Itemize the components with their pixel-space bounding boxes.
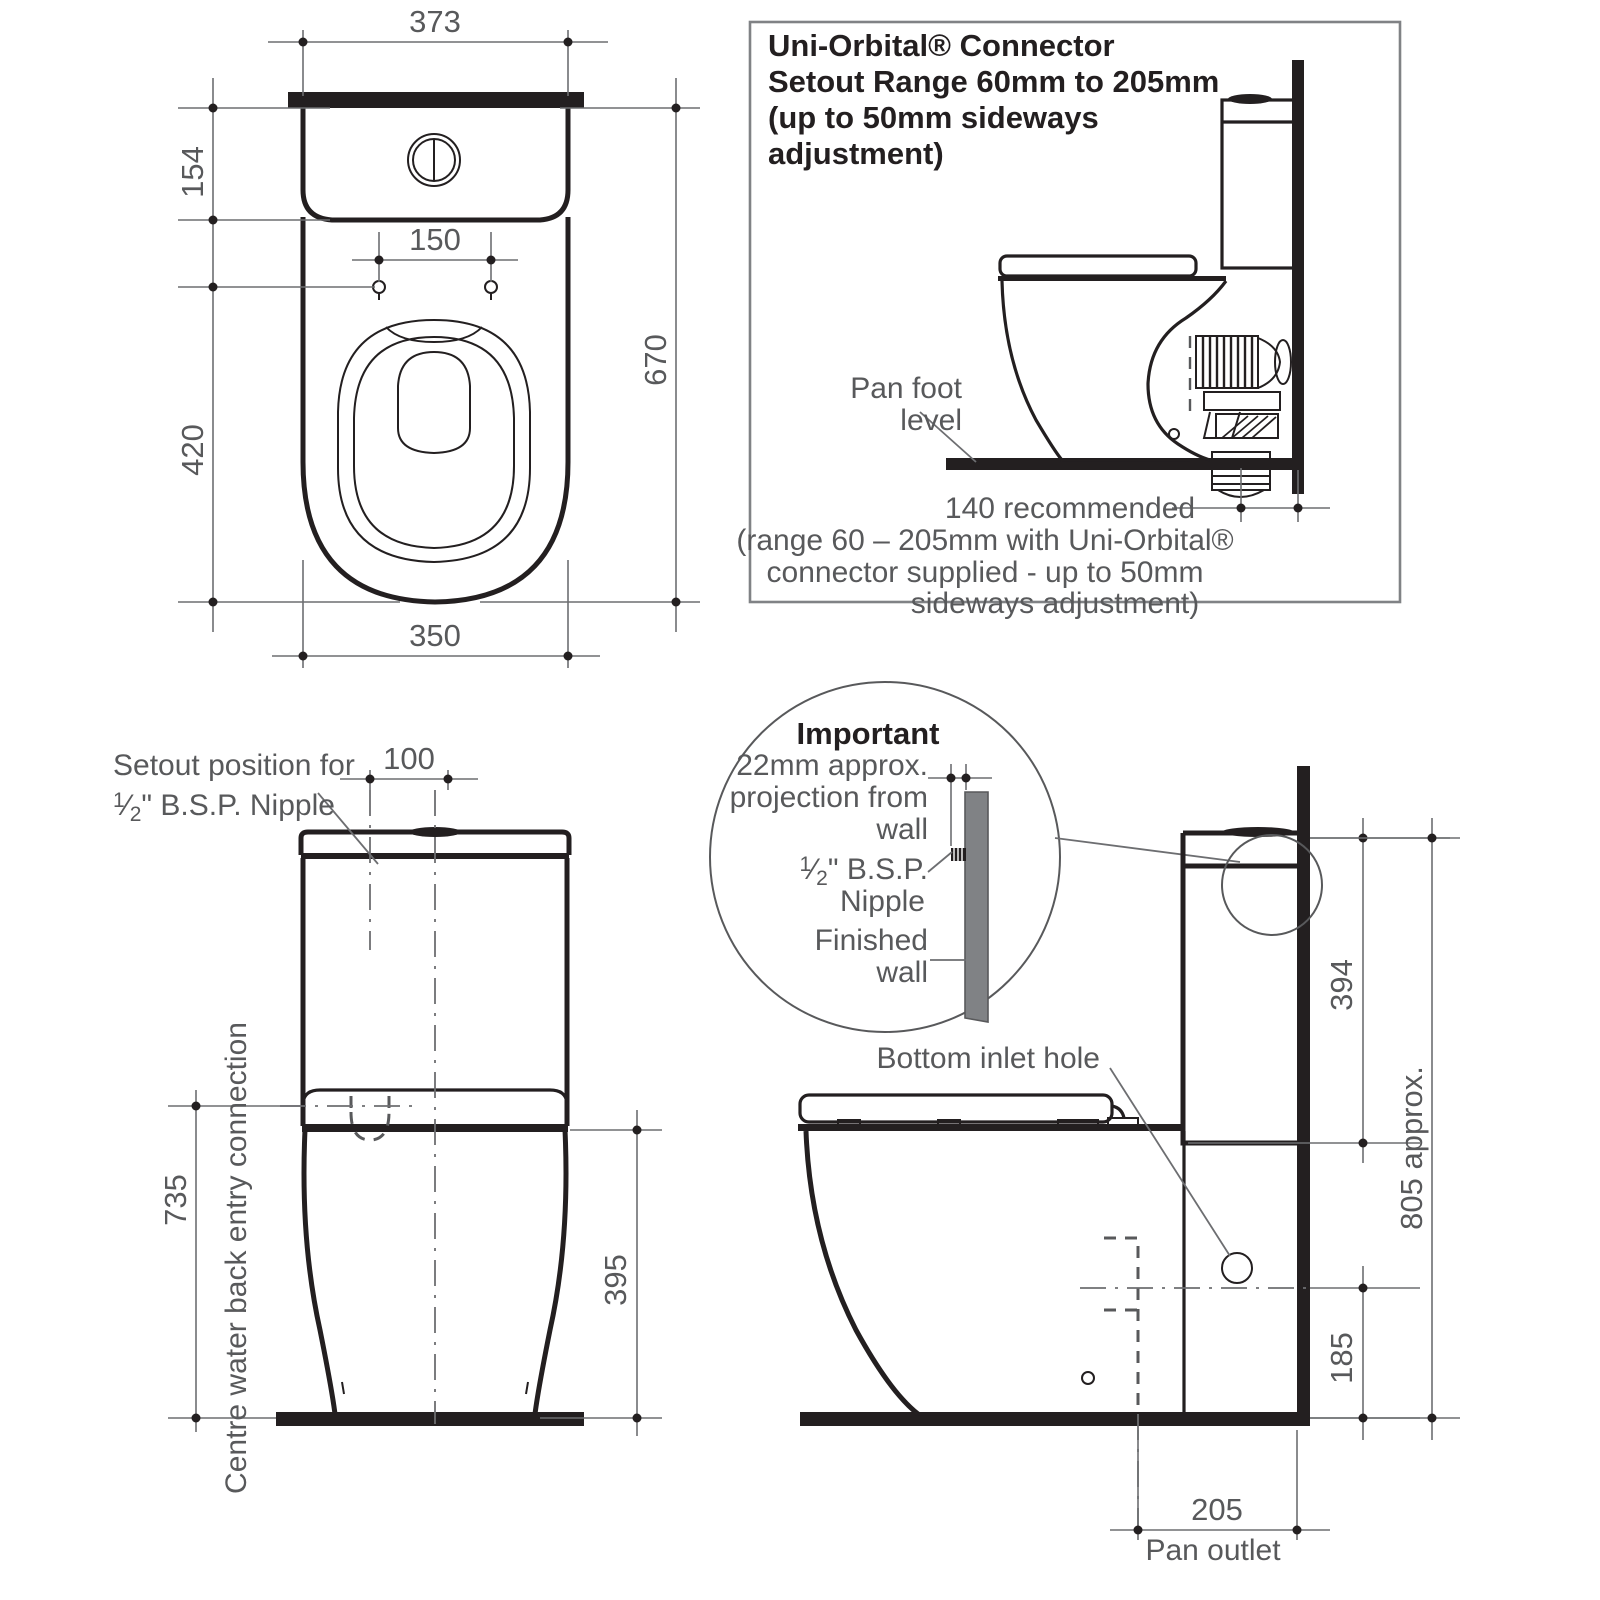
panel-title-line-1: Uni-Orbital® Connector bbox=[768, 28, 1115, 63]
dim-pan-height: 395 bbox=[598, 1254, 633, 1306]
dim-pan-outlet-height: 185 bbox=[1324, 1332, 1359, 1384]
side-elevation-graphics bbox=[798, 766, 1460, 1540]
pan-foot-label-line-2: level bbox=[900, 404, 962, 437]
setout-label-nipple-text: B.S.P. Nipple bbox=[160, 789, 335, 822]
dim-pan-width: 350 bbox=[409, 618, 461, 653]
label-centre-water-connection: Centre water back entry connection bbox=[220, 1022, 253, 1494]
pan-foot-label-line-1: Pan foot bbox=[850, 372, 962, 405]
plan-view-graphics bbox=[178, 30, 700, 668]
dim-pan-length: 420 bbox=[175, 424, 210, 476]
dim-centre-water-height: 735 bbox=[158, 1174, 193, 1226]
important-heading: Important bbox=[797, 716, 940, 751]
setout-label-line-1: Setout position for bbox=[113, 749, 355, 782]
important-projection-line-3: wall bbox=[875, 813, 928, 846]
important-detail-graphics bbox=[709, 681, 1241, 1033]
dim-pan-outlet-setout: 205 bbox=[1191, 1492, 1243, 1527]
label-pan-outlet: Pan outlet bbox=[1145, 1534, 1281, 1567]
important-nipple-bsp: B.S.P. bbox=[847, 853, 928, 886]
dim-overall-length: 670 bbox=[638, 334, 673, 386]
important-projection-line-1: 22mm approx. bbox=[736, 749, 928, 782]
important-wall-label-line-1: Finished bbox=[815, 924, 928, 957]
important-wall-label-line-2: wall bbox=[875, 956, 928, 989]
important-nipple-label-line-2: Nipple bbox=[840, 885, 925, 918]
dim-nipple-offset: 100 bbox=[383, 741, 435, 776]
important-projection-line-2: projection from bbox=[730, 781, 928, 814]
panel-note-line-3: connector supplied - up to 50mm bbox=[767, 556, 1204, 589]
svg-text:1⁄2" B.S.P.: 1⁄2" B.S.P. bbox=[799, 853, 928, 890]
svg-text:1⁄2" B.S.P. Nipple: 1⁄2" B.S.P. Nipple bbox=[113, 789, 335, 826]
front-elevation-graphics bbox=[168, 770, 662, 1436]
panel-note-line-4: sideways adjustment) bbox=[911, 587, 1199, 620]
dim-cistern-depth: 154 bbox=[175, 146, 210, 198]
panel-note-line-2: (range 60 – 205mm with Uni-Orbital® bbox=[736, 524, 1233, 557]
label-bottom-inlet-hole: Bottom inlet hole bbox=[877, 1042, 1100, 1075]
panel-note-line-1: 140 recommended bbox=[945, 492, 1195, 525]
important-nipple-label-line-1: 1⁄2" B.S.P. bbox=[799, 853, 928, 890]
setout-label-line-2: 1⁄2" B.S.P. Nipple bbox=[113, 789, 335, 826]
panel-title-line-3: (up to 50mm sideways bbox=[768, 100, 1099, 135]
panel-title-line-4: adjustment) bbox=[768, 136, 944, 171]
uni-orbital-panel-graphics bbox=[748, 20, 1402, 604]
dim-cistern-width: 373 bbox=[409, 4, 461, 39]
dim-cistern-height: 394 bbox=[1324, 959, 1359, 1011]
panel-title-line-2: Setout Range 60mm to 205mm bbox=[768, 64, 1219, 99]
dim-fixing-holes: 150 bbox=[409, 222, 461, 257]
dim-overall-height: 805 approx. bbox=[1394, 1066, 1429, 1230]
